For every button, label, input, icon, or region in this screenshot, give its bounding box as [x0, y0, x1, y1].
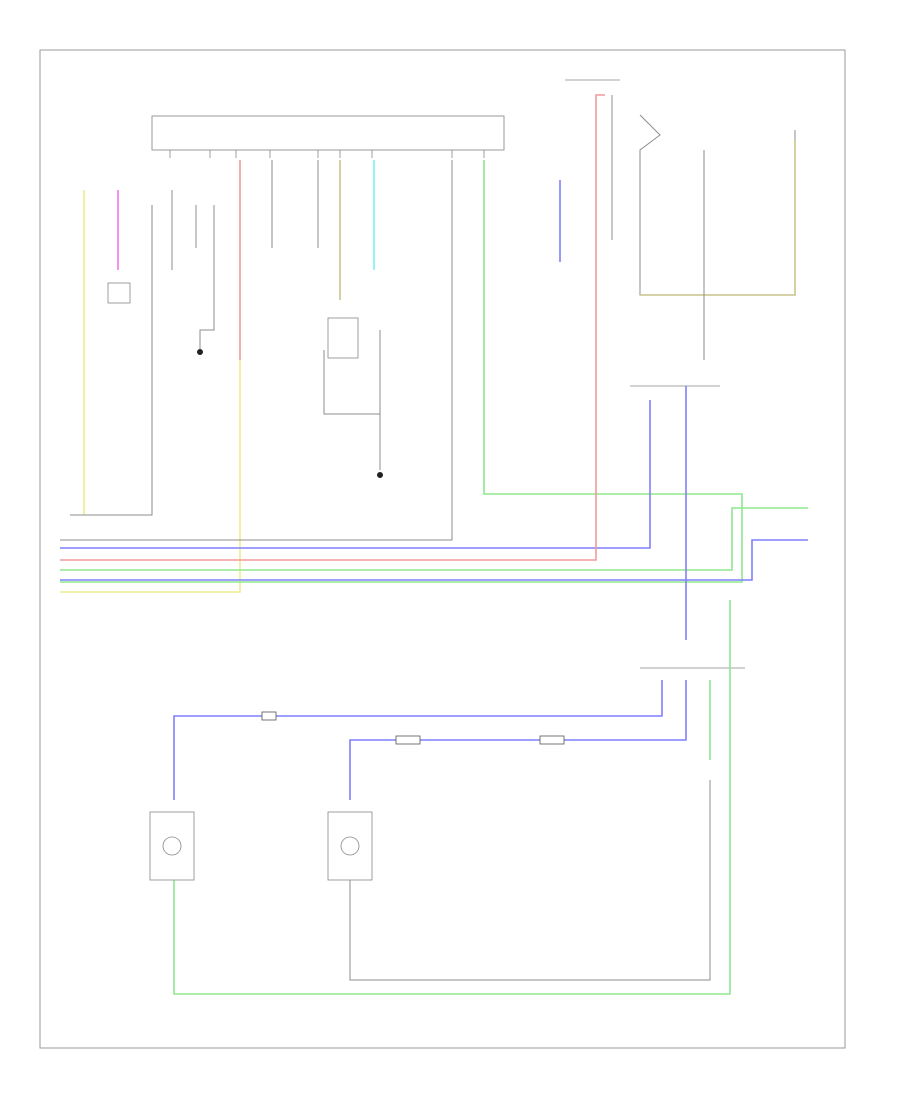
wire-green-return	[173, 600, 731, 995]
wire-blue-666	[173, 680, 663, 800]
lamp-unit-left	[149, 811, 195, 881]
inline-connector-3	[539, 735, 565, 745]
module-pins	[169, 150, 485, 158]
wire-gray-relay	[323, 350, 381, 470]
inline-connector-2	[395, 735, 421, 745]
inline-connector-1	[261, 711, 277, 721]
diagram-frame	[39, 49, 846, 1049]
ground-point-2	[377, 472, 383, 478]
wire-gray-left-block	[70, 205, 153, 516]
control-module-box	[151, 115, 505, 151]
relay-box	[327, 317, 359, 359]
wire-green-harness	[60, 507, 808, 571]
wire-blue-harness-2	[60, 539, 808, 581]
fuse-box-left	[107, 282, 131, 304]
wire-gray-712	[349, 780, 711, 981]
wire-red-harness	[60, 94, 605, 561]
lamp-unit-right	[327, 811, 373, 881]
wire-blue-686b	[349, 680, 687, 800]
lamp-bulb-left	[162, 836, 182, 856]
ground-point-1	[197, 349, 203, 355]
lamp-bulb-right	[340, 836, 360, 856]
wire-blue-harness-1	[60, 400, 651, 549]
wire-olive-right	[640, 140, 796, 296]
wire-gray-switch	[639, 114, 796, 296]
wire-gray-214	[199, 205, 215, 350]
wire-gray-452	[60, 160, 453, 541]
wire-yellow-mid	[60, 360, 241, 593]
wire-green-module	[60, 160, 743, 583]
